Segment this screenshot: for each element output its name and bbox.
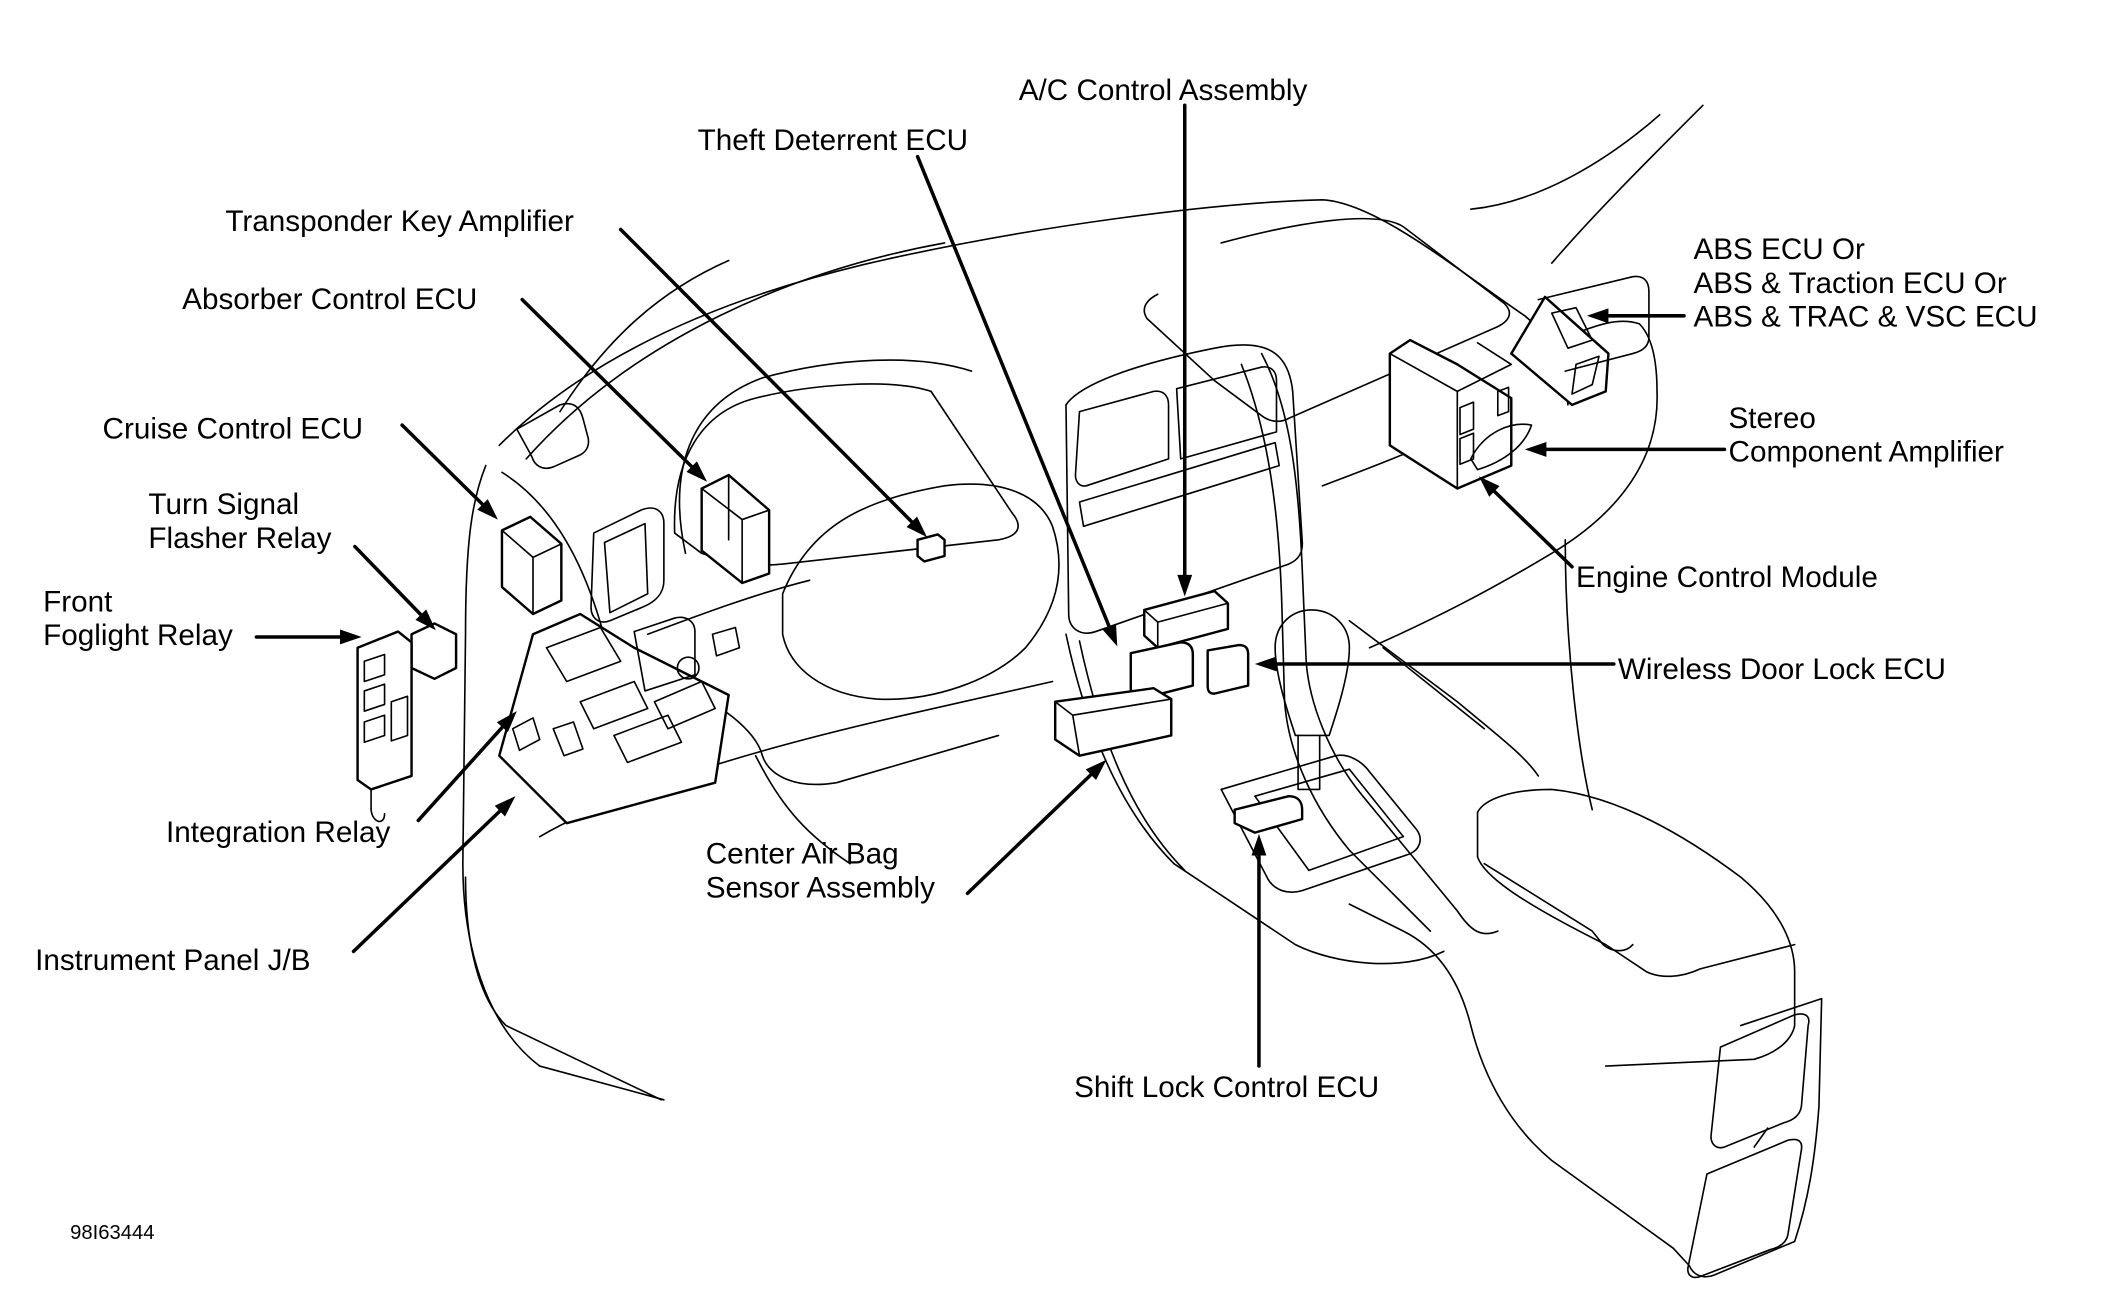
label-abs-ecu: ABS ECU Or ABS & Traction ECU Or ABS & T… [1693, 233, 2037, 333]
label-shift-lock-control-ecu: Shift Lock Control ECU [1074, 1071, 1379, 1104]
arrowhead-absorber [686, 461, 708, 482]
arrowhead-cruise [477, 499, 498, 520]
label-wireless-door-lock-ecu: Wireless Door Lock ECU [1618, 653, 1946, 686]
absorber-control-unit [700, 473, 771, 585]
cruise-control-unit [500, 515, 563, 616]
label-transponder-key-amplifier: Transponder Key Amplifier [225, 205, 574, 238]
label-absorber-control-ecu: Absorber Control ECU [182, 283, 477, 316]
labels: A/C Control Assembly Theft Deterrent ECU… [35, 74, 2037, 1244]
arrowhead-ecm [1478, 476, 1500, 497]
label-integration-relay: Integration Relay [166, 816, 390, 849]
ecm-unit [1388, 338, 1533, 490]
arrowhead-abs [1586, 308, 1609, 324]
label-instrument-panel-jb: Instrument Panel J/B [35, 944, 310, 977]
transponder-amplifier-unit [916, 533, 946, 563]
label-theft-deterrent-ecu: Theft Deterrent ECU [698, 124, 968, 157]
label-front-foglight-relay: Front Foglight Relay [43, 585, 233, 652]
arrowhead-fog [340, 629, 362, 645]
arrowhead-stereo [1524, 441, 1547, 457]
leader-line-ecm [1490, 487, 1574, 569]
leader-line-absorber [520, 297, 696, 471]
arrowhead-jb [494, 796, 516, 817]
arrowhead-theft [1102, 623, 1118, 647]
figure-code: 98I63444 [70, 1222, 154, 1244]
leader-line-turn [353, 544, 425, 619]
arrowhead-transponder [906, 516, 928, 538]
label-engine-control-module: Engine Control Module [1576, 561, 1878, 594]
abs-ecu-unit [1510, 275, 1650, 407]
relay-block [356, 622, 458, 823]
component-shapes [356, 275, 1650, 834]
arrowhead-wireless [1254, 656, 1277, 672]
ac-control-unit [1143, 589, 1230, 649]
leader-line-cruise [400, 423, 487, 509]
leader-line-transponder [618, 227, 916, 526]
arrowhead-integration [496, 711, 517, 733]
leader-line-theft [915, 154, 1112, 631]
airbag-sensor-unit [1053, 687, 1173, 757]
arrowhead-shift [1251, 833, 1267, 856]
leader-line-integration [416, 723, 506, 823]
shift-lock-unit [1233, 794, 1304, 834]
leader-lines [254, 103, 1727, 1068]
label-turn-signal-flasher-relay: Turn Signal Flasher Relay [148, 488, 331, 555]
leader-line-jb [351, 807, 504, 954]
label-ac-control-assembly: A/C Control Assembly [1019, 74, 1308, 107]
arrowhead-ac [1177, 574, 1193, 597]
leader-line-airbag [965, 771, 1095, 896]
arrowhead-turn [415, 609, 436, 631]
arrowhead-airbag [1085, 759, 1107, 781]
wireless-door-lock-unit [1206, 643, 1250, 695]
label-stereo-component-amplifier: Stereo Component Amplifier [1729, 402, 2005, 469]
label-cruise-control-ecu: Cruise Control ECU [103, 413, 364, 446]
label-center-air-bag-sensor-assembly: Center Air Bag Sensor Assembly [706, 838, 935, 905]
junction-block [498, 612, 741, 825]
